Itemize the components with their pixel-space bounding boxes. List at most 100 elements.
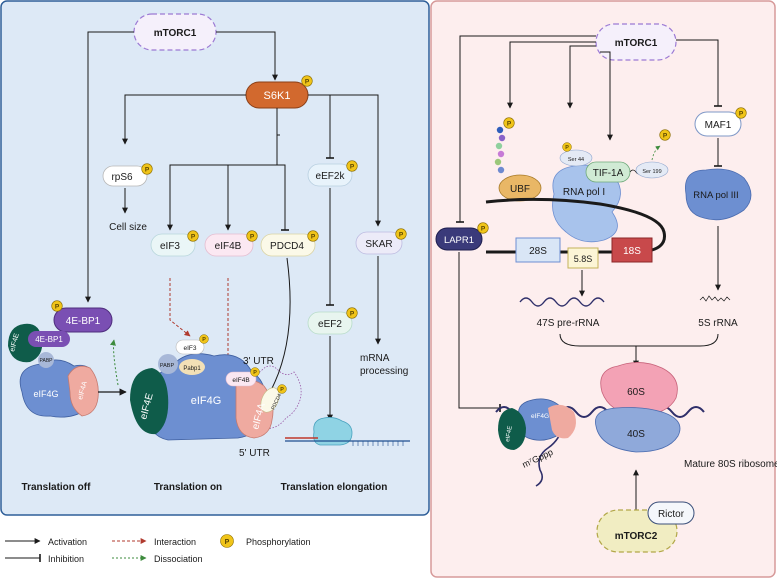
elongation-ribosome-icon [313, 417, 353, 446]
right-eif4a-shape [548, 404, 576, 439]
legend-phospho-icon [220, 534, 234, 548]
ubf-chain-dot-5 [494, 158, 502, 166]
5s-rrna-label: 5S rRNA [698, 318, 738, 329]
eif4b-label: eIF4B [215, 241, 242, 252]
dissociation-arrow [110, 339, 119, 386]
maf1-label: MAF1 [705, 120, 732, 131]
inhibit-mtorc1-to-maf1 [676, 39, 722, 107]
5s-rrna-squiggle [699, 295, 731, 302]
merge-bracket [559, 333, 719, 347]
arrow-to-eif3 [167, 164, 228, 231]
translation-off-complex: eIF4E 4E-BP1 PABP eIF4G eIF4A [8, 323, 99, 418]
ubf-label: UBF [510, 184, 530, 195]
on-mrna-wavy [229, 365, 302, 430]
right-eif4e-shape [498, 408, 526, 450]
elongation-mrna-ticks [352, 441, 404, 446]
ser199-dissociation-arrow [651, 145, 661, 161]
right-eif4g-label: eIF4G [531, 413, 549, 420]
18s-node [611, 237, 653, 263]
on-pdcd4-shape [260, 387, 280, 413]
on-pdcd4-phospho-icon [277, 384, 287, 394]
pdcd4-label: PDCD4 [270, 241, 304, 252]
ser199-label: Ser 199 [642, 169, 661, 175]
pdcd4-phospho-icon [307, 230, 319, 242]
mtorc1-label-right: mTORC1 [615, 38, 658, 49]
eef2-label: eEF2 [318, 319, 342, 330]
arrow-s6k1-to-skar [308, 94, 381, 227]
eif3-label: eIF3 [160, 241, 180, 252]
arrow-mtorc1-to-ubf [507, 41, 596, 109]
on-eif3-shape [175, 339, 205, 355]
utr3-label: 3' UTR [243, 356, 274, 367]
on-eif4b-phospho-icon [250, 367, 260, 377]
maf1-phospho-icon [735, 107, 747, 119]
60s-label: 60S [627, 387, 645, 398]
ubf-chain-dot-4 [497, 150, 505, 158]
arrow-to-pdcd4 [277, 164, 289, 231]
ubf-chain-dot-1 [496, 126, 504, 134]
off-pabp-shape [38, 352, 54, 368]
pdcd4-curve [269, 257, 291, 393]
58s-label: 5.8S [574, 254, 593, 264]
eif3-node [150, 233, 196, 257]
off-4ebp1-label: 4E-BP1 [35, 335, 63, 344]
mrna-processing-label-1: mRNA [360, 353, 390, 364]
4ebp1-phospho-icon [51, 300, 63, 312]
s6k1-phospho-icon [301, 75, 313, 87]
legend-activation-label: Activation [48, 537, 87, 547]
right-panel [430, 0, 776, 578]
off-eif4a-shape [67, 365, 99, 417]
off-eif4e-label: eIF4E [9, 332, 21, 352]
arrow-mtorc1-to-tif1a [600, 51, 613, 141]
rna-pol-iii-label: RNA pol III [693, 190, 738, 201]
4ebp1-free-label: 4E-BP1 [66, 316, 101, 327]
cell-size-label: Cell size [109, 222, 147, 233]
maf1-node [694, 111, 742, 137]
40s-label: 40S [627, 429, 645, 440]
rps6-node [102, 165, 148, 187]
utr5-label: 5' UTR [239, 448, 270, 459]
47s-pre-rrna-wave [519, 297, 605, 307]
ser44-phospho-icon [562, 142, 572, 152]
eef2k-phospho-icon [346, 160, 358, 172]
ubf-chain-dot-6 [497, 166, 505, 174]
off-4ebp1-shape [28, 331, 70, 347]
left-panel [0, 0, 430, 516]
ubf-chain-dot-2 [498, 134, 506, 142]
eif4b-phospho-icon [246, 230, 258, 242]
eif3-phospho-icon [187, 230, 199, 242]
18s-label: 18S [623, 246, 641, 257]
eef2-node [307, 311, 353, 335]
s6k1-label: S6K1 [264, 90, 291, 102]
interaction-arrow-eif3 [169, 278, 191, 337]
skar-label: SKAR [365, 239, 392, 250]
eef2k-node [307, 163, 353, 187]
on-eif3-phospho-icon [199, 334, 209, 344]
40s-subunit-shape [595, 407, 681, 453]
ser44-node [559, 149, 593, 167]
rna-pol-i-label: RNA pol I [563, 187, 605, 198]
arrow-mtorc1-to-4ebp1 [85, 31, 134, 303]
ser199-node [635, 161, 669, 179]
on-eif4b-label: eIF4B [232, 377, 249, 384]
legend-phospho-label: Phosphorylation [246, 537, 311, 547]
legend-inhibition-label: Inhibition [48, 554, 84, 564]
eef2k-label: eEF2k [316, 171, 346, 182]
on-pabp-label: PABP [160, 363, 175, 369]
inhibit-mtorc1-to-lapr1 [456, 35, 596, 223]
rna-pol-iii-shape [685, 168, 752, 221]
ser44-label: Ser 44 [568, 157, 584, 163]
lapr1-label: LAPR1 [444, 235, 474, 246]
4ebp1-free-node [53, 307, 113, 333]
mrna-processing-label-2: processing [360, 366, 408, 377]
caption-translation-elongation: Translation elongation [281, 482, 388, 493]
on-pabp-shape [158, 354, 178, 374]
arrow-mtorc1-to-s6k1 [216, 31, 278, 81]
on-pabp1-label: Pabp1 [183, 366, 201, 372]
caption-translation-on: Translation on [154, 482, 222, 493]
translation-on-complex: eIF3 PABP Pabp1 eIF4B eIF4E eIF4G eIF4A … [130, 334, 302, 441]
caption-translation-off: Translation off [22, 482, 92, 493]
rps6-label: rpS6 [111, 172, 133, 183]
28s-label: 28S [529, 246, 547, 257]
